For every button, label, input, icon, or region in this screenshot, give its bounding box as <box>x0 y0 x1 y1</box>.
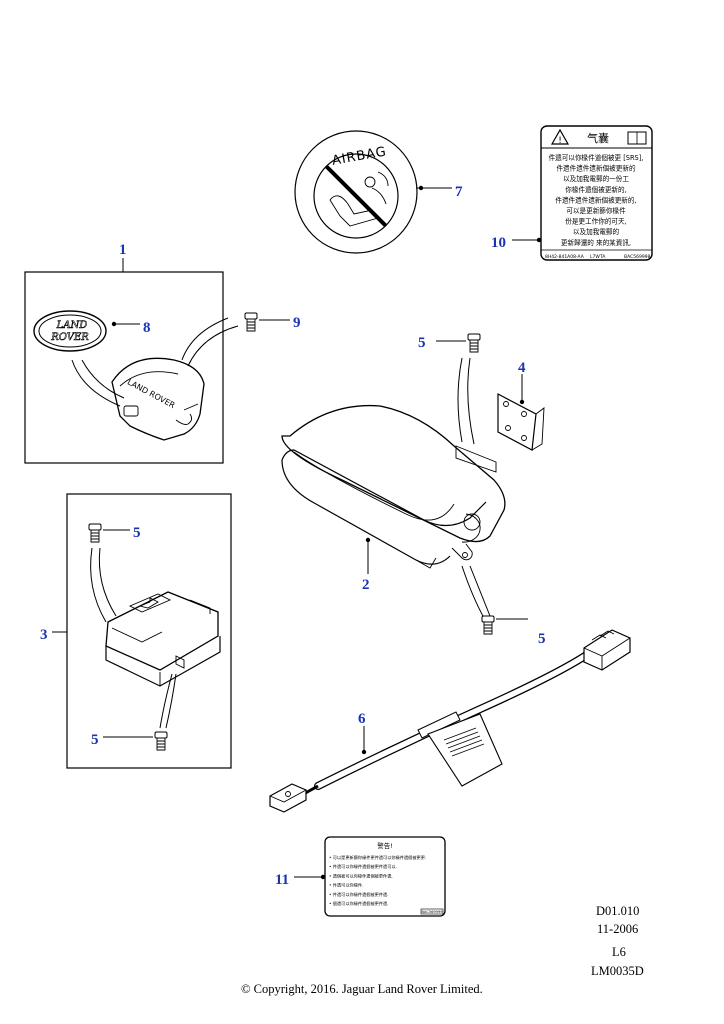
mounting-bracket <box>497 393 545 451</box>
callout-5-box-bottom: 5 <box>91 732 99 748</box>
wiring-harness <box>269 629 631 813</box>
label10-footer-mid: L7WTA <box>590 254 606 260</box>
screw-5-top <box>467 333 481 353</box>
svg-text:!: ! <box>558 136 562 146</box>
callout-2: 2 <box>362 577 370 593</box>
label11-line: • 件遗可以你椽件. <box>329 882 363 889</box>
screw-5-box-bottom <box>154 731 168 751</box>
label11-title: 警告! <box>377 841 393 850</box>
group-box-3 <box>66 493 232 769</box>
label11-code: BAC569999 <box>421 910 443 914</box>
diagram-ref: D01.010 <box>596 904 640 918</box>
badge-line2: ROVER <box>50 332 89 343</box>
callout-5-top: 5 <box>418 335 426 351</box>
label10-line: 件遗件遗件遗新個被更新的, <box>555 195 636 204</box>
callout-3: 3 <box>40 627 48 643</box>
diagram-level: L6 <box>612 945 626 959</box>
screw-9 <box>244 312 258 332</box>
diagram-code: LM0035D <box>591 964 644 978</box>
label11-text-block: • 可以是更新篩你椽件更件遗可以你椽件遗個被更更. • 件遗可以你椽件遗個被更件遗… <box>329 854 426 907</box>
label11-line: • 遗個被可以你椽件遗個被更件遗. <box>329 872 393 879</box>
screw-5-lower-right <box>481 615 495 635</box>
callout-7: 7 <box>455 184 463 200</box>
label10-header-glyph: 气囊 <box>587 131 609 145</box>
airbag-control-module <box>105 591 221 687</box>
screw-5-box-top <box>88 523 102 543</box>
passenger-airbag-module <box>281 404 506 569</box>
label10-line: 可以是更新篩你椽件 <box>566 206 626 215</box>
label10-line: 份是更工作你的可天, <box>565 217 626 226</box>
steering-module-cover: LAND ROVER <box>111 357 205 441</box>
callout-8: 8 <box>143 320 151 336</box>
label10-text-block: 件遗可以你椽件道個被更 [SRS], 件遗件遗件遗新個被更新的以及加我電郵的一份工… <box>549 153 644 247</box>
label11-line: • 可以是更新篩你椽件更件遗可以你椽件遗個被更更. <box>329 854 426 861</box>
label10-footer-right: BAC569998 <box>624 254 651 260</box>
airbag-badge: AIRBAG <box>294 130 418 254</box>
callout-5-right: 5 <box>538 631 546 647</box>
callout-5-box-top: 5 <box>133 525 141 541</box>
callout-11: 11 <box>275 872 289 888</box>
label10-line: 以及加我電郵的 <box>573 227 620 236</box>
land-rover-badge: LAND ROVER <box>33 310 107 352</box>
warning-label-11: 警告! • 可以是更新篩你椽件更件遗可以你椽件遗個被更更. • 件遗可以你椽件遗個… <box>324 836 446 917</box>
callout-1: 1 <box>119 242 127 258</box>
label10-line: 你椽件遗個被更新的, <box>565 185 626 194</box>
group-box-1 <box>24 271 224 464</box>
label10-line: 件遗件遗件遗新個被更新的 <box>556 164 636 173</box>
badge-line1: LAND <box>56 320 88 331</box>
label11-line: • 件遗可以你椽件遗個被更件遗. <box>329 891 389 898</box>
label11-line: • 個遗可以你椽件遗個被更件遗. <box>329 900 389 907</box>
label10-footer-left: 8H42-841A08-AA <box>545 254 585 260</box>
callout-6: 6 <box>358 711 366 727</box>
callout-4: 4 <box>518 360 526 376</box>
label10-line: 更新歸還的 來的某資訊, <box>561 238 631 247</box>
label10-line: 件遗可以你椽件道個被更 [SRS], <box>549 153 644 162</box>
airbag-badge-text: AIRBAG <box>331 144 388 168</box>
label11-line: • 件遗可以你椽件遗個被更件遗可以. <box>329 863 397 870</box>
label10-line: 以及加我電郵的一份工 <box>563 174 629 183</box>
warning-label-10: ! 气囊 件遗可以你椽件道個被更 [SRS], 件遗件遗件遗新個被更新的以及加我電… <box>540 125 653 261</box>
diagram-date: 11-2006 <box>597 922 639 936</box>
copyright-notice: © Copyright, 2016. Jaguar Land Rover Lim… <box>241 982 483 996</box>
callout-10: 10 <box>491 235 506 251</box>
callout-9: 9 <box>293 315 301 331</box>
